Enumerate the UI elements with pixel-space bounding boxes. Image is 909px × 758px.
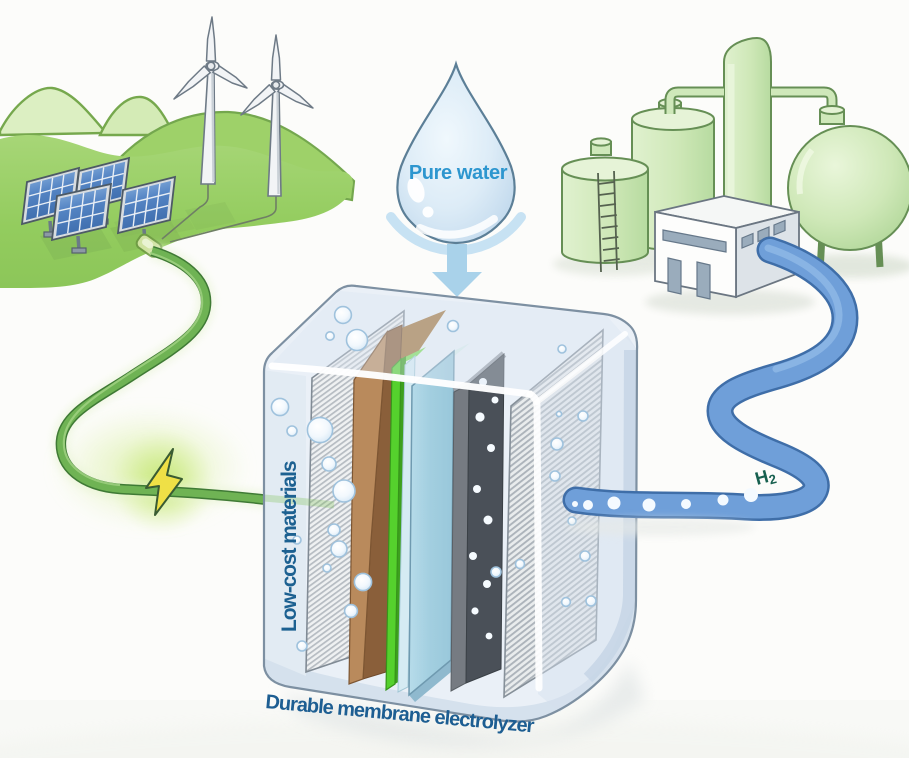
svg-text:Low-cost materials: Low-cost materials	[278, 461, 301, 632]
svg-text:Pure water: Pure water	[409, 162, 508, 184]
